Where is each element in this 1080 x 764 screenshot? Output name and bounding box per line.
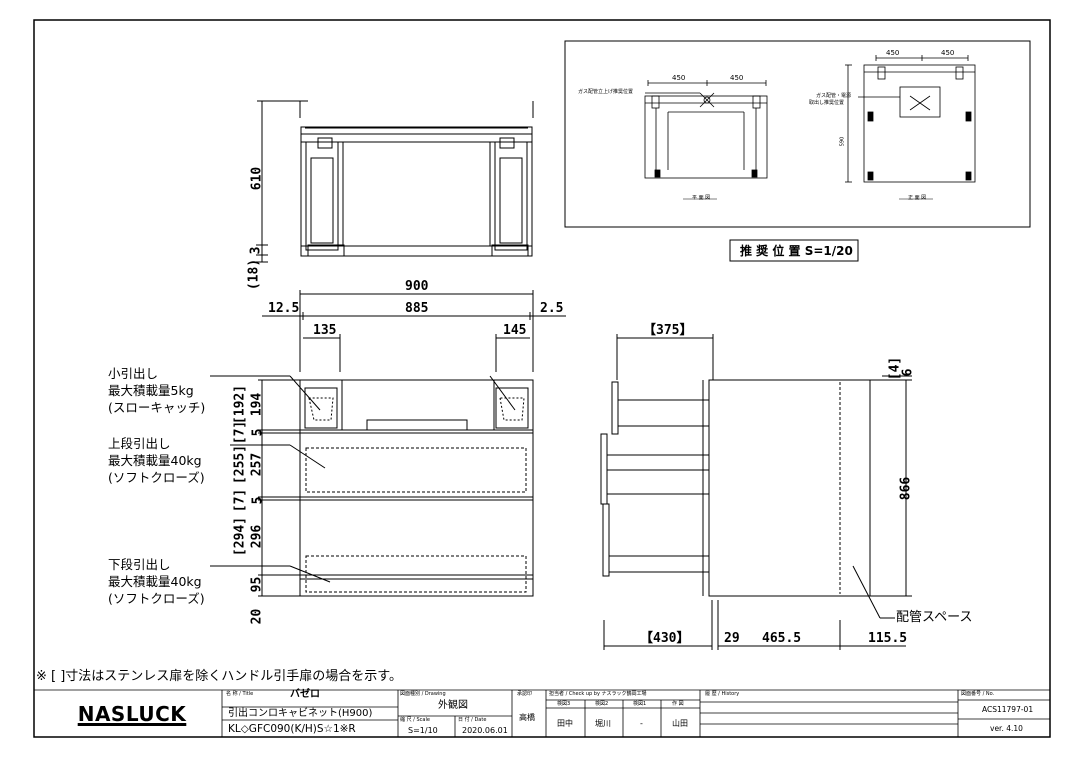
bracket-dimension-note: ※ [ ]寸法はステンレス扉を除くハンドル引手扉の場合を示す。 <box>36 669 403 684</box>
dim-95: 95 <box>249 576 265 593</box>
side-view <box>600 334 912 650</box>
dim-2-5: 2.5 <box>540 301 564 316</box>
inset-front-view <box>845 55 976 183</box>
title-scale-caption: 縮 尺 / Scale <box>400 717 430 723</box>
nasluck-logo: NASLUCK <box>77 702 187 726</box>
title-block-lines <box>34 689 1050 737</box>
title-check-col-2: 検図2 <box>595 701 609 707</box>
dim-375: 【375】 <box>643 323 693 338</box>
title-product: 引出コンロキャビネット(H900) <box>228 708 373 719</box>
title-name-caption: 名 称 / Title <box>226 691 254 697</box>
dim-20: 20 <box>249 608 265 625</box>
title-scale: S=1/10 <box>408 726 438 735</box>
title-check-col-1: 検図3 <box>557 701 571 707</box>
dim-885: 885 <box>405 301 429 316</box>
title-check-name-4: 山田 <box>672 719 688 728</box>
dim-135: 135 <box>313 323 337 338</box>
title-check-name-2: 堀川 <box>595 719 611 728</box>
dim-12-5: 12.5 <box>268 301 300 316</box>
dim-145: 145 <box>503 323 527 338</box>
dim-294: [294] <box>232 516 248 557</box>
title-approver: 高橋 <box>519 713 535 722</box>
dim-465-5: 465.5 <box>762 631 802 646</box>
callout-lower-drawer-2: 最大積載量40kg <box>108 574 202 589</box>
dim-5-b: 5 <box>250 496 266 505</box>
callout-upper-drawer-1: 上段引出し <box>108 436 171 451</box>
sheet-border <box>33 19 1051 738</box>
callout-lower-drawer-3: (ソフトクローズ) <box>108 591 205 606</box>
dim-6: 6 <box>900 368 916 377</box>
dim-610: 610 <box>249 166 265 191</box>
inset-front-label-1: ガス配管・電源 <box>816 93 852 99</box>
callout-lower-drawer-1: 下段引出し <box>108 557 171 572</box>
inset-plan-label: ガス配管立上げ推奨位置 <box>578 89 634 95</box>
dim-7-b: [7] <box>232 488 248 513</box>
callout-small-drawer-3: (スローキャッチ) <box>108 400 206 415</box>
title-check-col-3: 検図1 <box>633 701 647 707</box>
callout-small-drawer-2: 最大積載量5kg <box>108 383 194 398</box>
dim-257: 257 <box>249 452 265 477</box>
title-check-caption: 担当者 / Check up by ナスラック鶴岡工場 <box>549 691 647 697</box>
callout-upper-drawer-3: (ソフトクローズ) <box>108 470 205 485</box>
title-number: ACS11797-01 <box>982 705 1034 714</box>
inset-caption: 推 奨 位 置 S=1/20 <box>740 244 853 258</box>
dim-194: 194 <box>249 392 265 417</box>
dim-5-a: 5 <box>250 428 266 437</box>
callout-pipe-space: 配管スペース <box>896 610 973 625</box>
title-drawing: 外観図 <box>438 700 468 711</box>
dim-115-5: 115.5 <box>868 631 908 646</box>
title-number-caption: 図面番号 / No. <box>961 691 995 697</box>
dim-255: [255] <box>232 444 248 485</box>
inset-plan-view <box>644 80 768 179</box>
top-view <box>256 100 534 263</box>
inset-front-height-dim: 590 <box>839 136 846 147</box>
title-check-name-3: - <box>640 719 643 728</box>
title-name: バゼロ <box>290 689 320 700</box>
inset-front-label-2: 取出し推奨位置 <box>809 100 845 106</box>
inset-plan-right-dim: 450 <box>730 74 744 82</box>
title-model: KL◇GFC090(K/H)S☆1※R <box>228 723 356 735</box>
title-check-col-4: 作 図 <box>672 701 684 707</box>
front-view <box>210 290 566 597</box>
title-history-caption: 履 歴 / History <box>705 691 740 697</box>
inset-front-title: 正 面 図 <box>908 195 927 201</box>
dim-866: 866 <box>898 476 914 501</box>
inset-front-left-dim: 450 <box>886 49 900 57</box>
inset-recommended-position <box>564 40 1031 262</box>
dim-18: (18) <box>246 258 262 291</box>
title-approve-caption: 承認印 <box>517 691 533 697</box>
dim-7-a: [7] <box>232 420 248 445</box>
title-drawing-caption: 図面種別 / Drawing <box>400 691 446 697</box>
dim-430: 【430】 <box>640 631 690 646</box>
title-date-caption: 日 付 / Date <box>458 717 487 723</box>
dim-296: 296 <box>249 524 265 549</box>
title-date: 2020.06.01 <box>462 726 508 735</box>
inset-plan-title: 平 面 図 <box>692 195 711 201</box>
title-check-name-1: 田中 <box>557 719 573 728</box>
inset-front-right-dim: 450 <box>941 49 955 57</box>
dim-29: 29 <box>724 631 740 646</box>
title-version: ver. 4.10 <box>990 724 1023 733</box>
dim-900: 900 <box>405 279 429 294</box>
callout-small-drawer-1: 小引出し <box>108 366 159 381</box>
callout-upper-drawer-2: 最大積載量40kg <box>108 453 202 468</box>
inset-plan-left-dim: 450 <box>672 74 686 82</box>
